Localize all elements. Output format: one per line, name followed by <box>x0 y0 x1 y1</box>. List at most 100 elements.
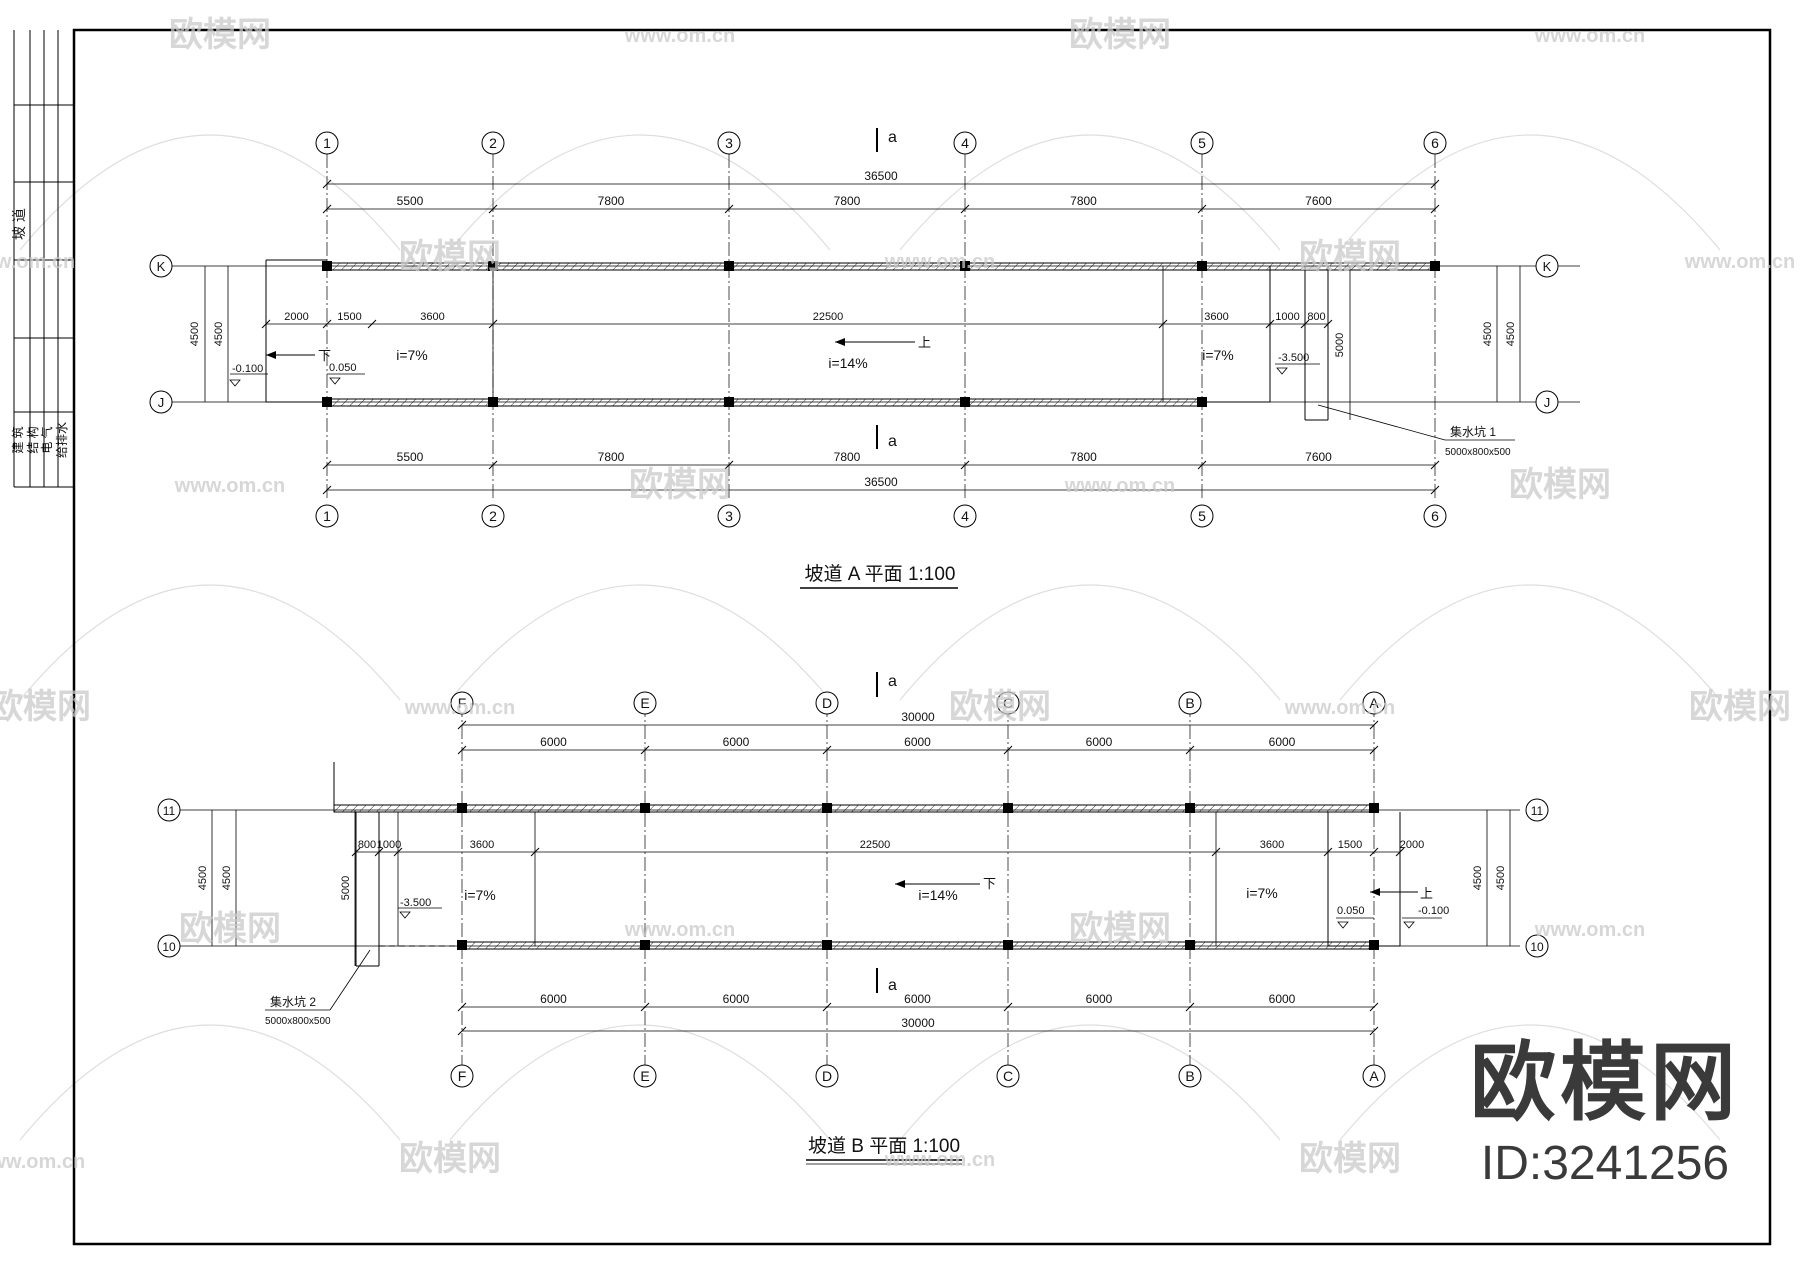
plan-a-segment-2: 1500 <box>337 311 361 323</box>
plan-b-segment-5: 3600 <box>1260 839 1284 851</box>
plan-a-column-bottom-4 <box>960 397 970 407</box>
plan-b-spans-bottom-tick-3 <box>1003 1002 1013 1012</box>
plan-a-axis-top-5-circle <box>1190 131 1214 155</box>
watermark-brand-17: 欧模网 <box>1689 688 1791 726</box>
plan-b-segments-tick-7 <box>1395 847 1405 857</box>
plan-b-spans-bottom-tick-5 <box>1369 1002 1379 1012</box>
plan-b-column-bottom-3 <box>822 940 832 950</box>
plan-b-axis-bottom-4-label: C <box>1003 1068 1013 1084</box>
plan-b-wall-bottom <box>461 941 1375 950</box>
plan-a-spans-bottom-tick-3 <box>960 460 970 470</box>
plan-b-direction-down: 下 <box>983 876 996 891</box>
plan-a-column-bottom-2 <box>488 397 498 407</box>
watermark-brand-0: 欧模网 <box>169 16 271 54</box>
plan-a-column-top-5 <box>1197 261 1207 271</box>
plan-b-total-top-tick-0 <box>457 720 467 730</box>
plan-b-span-top-1: 6000 <box>540 735 567 749</box>
plan-a-spans-top-tick-5 <box>1430 204 1440 214</box>
plan-b-segments-tick-2 <box>393 847 403 857</box>
plan-b-axis-top-2-circle <box>633 691 657 715</box>
plan-b-total-bottom-label: 30000 <box>901 1016 935 1030</box>
plan-a-axis-bottom-4-circle <box>953 504 977 528</box>
plan-a-axis-bottom-3-label: 3 <box>725 508 733 524</box>
plan-a-section-top: a <box>888 129 897 146</box>
plan-b: a a 4500 4500 4500 4500 5000 i=7% i=14% … <box>157 672 1549 1165</box>
plan-a-axis-bottom-2-circle <box>481 504 505 528</box>
plan-a-axis-left-j-circle <box>149 390 173 414</box>
watermark-brand-25: 欧模网 <box>1299 1140 1401 1178</box>
plan-a-axis-top-1-circle <box>315 131 339 155</box>
plan-b-axis-bottom-4-circle <box>996 1064 1020 1088</box>
plan-a-direction-down: 下 <box>318 348 331 363</box>
plan-b-column-bottom-2 <box>640 940 650 950</box>
plan-a-sump-leader <box>1317 404 1446 441</box>
plan-b-axis-top-4-circle <box>996 691 1020 715</box>
plan-a-total-top-tick-0 <box>322 179 332 189</box>
watermark-brand-7: 欧模网 <box>1299 238 1401 276</box>
plan-a-elevation-left: -0.100 <box>232 363 263 375</box>
watermark-site-16: www.om.cn <box>1284 697 1395 719</box>
plan-b-sump-leader <box>329 949 371 1011</box>
plan-b-column-top-4 <box>1003 803 1013 813</box>
plan-b-side-dim-sump: 5000 <box>340 876 352 900</box>
watermark-arcs <box>19 134 1721 1141</box>
plan-a-axis-top-1-label: 1 <box>323 135 331 151</box>
plan-b-axis-bottom-5-label: B <box>1185 1068 1194 1084</box>
plan-a-axis-top-3-circle <box>717 131 741 155</box>
plan-a: a a 4500 4500 4500 4500 5000 i=7% i=14% … <box>149 128 1580 589</box>
watermark-site-8: www.om.cn <box>1684 251 1795 273</box>
title-block: 坡 道 建 筑 结 构 电 气 给排水 <box>10 30 74 488</box>
plan-a-sump-name: 集水坑 1 <box>1450 424 1496 439</box>
plan-a-segment-5: 3600 <box>1204 311 1228 323</box>
plan-b-axis-bottom-6-label: A <box>1369 1068 1379 1084</box>
plan-a-span-top-3: 7800 <box>834 194 861 208</box>
plan-a-span-bottom-1: 5500 <box>397 450 424 464</box>
plan-b-total-top-tick-1 <box>1369 720 1379 730</box>
watermark-site-14: www.om.cn <box>404 697 515 719</box>
plan-b-axis-bottom-6-circle <box>1362 1064 1386 1088</box>
plan-a-axis-bottom-3-circle <box>717 504 741 528</box>
plan-b-spans-top-tick-1 <box>640 745 650 755</box>
plan-b-elevation-left: -3.500 <box>400 897 431 909</box>
plan-a-spans-bottom-tick-1 <box>488 460 498 470</box>
plan-a-column-top-1 <box>322 261 332 271</box>
watermark-site-21: www.om.cn <box>1534 919 1645 941</box>
title-block-project: 坡 道 <box>11 208 27 240</box>
plan-a-axis-right-k-label: K <box>1543 259 1552 274</box>
plan-b-axis-top-4-label: C <box>1003 695 1013 711</box>
watermark-brand-10: 欧模网 <box>629 466 731 504</box>
plan-a-axis-top-2-circle <box>481 131 505 155</box>
plan-a-segment-4: 22500 <box>813 311 844 323</box>
watermark-brand: 欧模网 <box>1470 1035 1740 1131</box>
plan-b-sump-size: 5000x800x500 <box>265 1016 331 1027</box>
plan-a-spans-bottom-tick-4 <box>1197 460 1207 470</box>
plan-b-span-bottom-1: 6000 <box>540 992 567 1006</box>
plan-a-slope-right: i=7% <box>1202 347 1234 363</box>
plan-a-span-top-1: 5500 <box>397 194 424 208</box>
title-block-spec-plumbing: 给排水 <box>55 422 69 458</box>
watermark-stamp: 欧模网 ID:3241256 <box>1470 1040 1740 1188</box>
watermark-site-19: www.om.cn <box>624 919 735 941</box>
plan-b-segments-tick-4 <box>1211 847 1221 857</box>
plan-b-wall-top <box>333 804 1379 813</box>
plan-b-span-bottom-2: 6000 <box>723 992 750 1006</box>
plan-a-spans-top-tick-2 <box>724 204 734 214</box>
plan-b-segment-6: 1500 <box>1338 839 1362 851</box>
plan-b-total-top-label: 30000 <box>901 710 935 724</box>
plan-a-axis-left-k-label: K <box>157 259 166 274</box>
plan-b-total-bottom-tick-0 <box>457 1026 467 1036</box>
plan-b-segment-3: 3600 <box>470 839 494 851</box>
plan-a-side-dim-sump: 5000 <box>1334 333 1346 357</box>
watermark-brand-13: 欧模网 <box>0 688 91 726</box>
plan-b-span-top-5: 6000 <box>1269 735 1296 749</box>
plan-a-spans-top-tick-3 <box>960 204 970 214</box>
plan-b-axis-top-6-label: A <box>1369 695 1379 711</box>
watermark-brand-15: 欧模网 <box>949 688 1051 726</box>
plan-a-spans-bottom-tick-5 <box>1430 460 1440 470</box>
plan-a-segments-tick-5 <box>1265 319 1275 329</box>
watermark-brand-20: 欧模网 <box>1069 910 1171 948</box>
plan-a-side-dim-right-1: 4500 <box>1482 322 1494 346</box>
plan-b-elevation-mid: 0.050 <box>1337 905 1365 917</box>
plan-a-column-top-2 <box>488 261 498 271</box>
plan-a-segments-tick-3 <box>488 319 498 329</box>
